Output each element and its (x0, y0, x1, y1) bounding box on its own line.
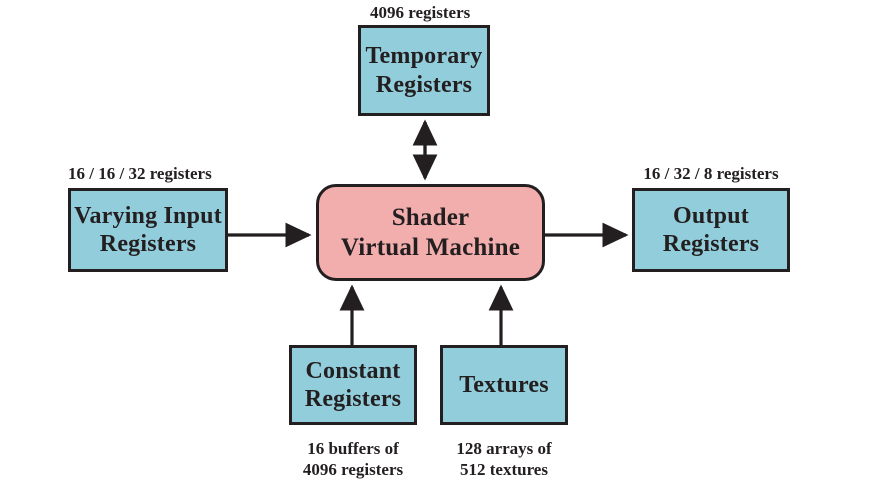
constant-registers-caption-line2: 4096 registers (302, 460, 404, 480)
varying-input-registers-label-line2: Registers (99, 231, 197, 257)
node-temporary-registers: Temporary Registers (358, 25, 490, 116)
output-registers-caption-line: 16 / 32 / 8 registers (643, 164, 779, 183)
constant-registers-caption: 16 buffers of 4096 registers (279, 438, 427, 481)
shader-virtual-machine-label-line1: Shader (391, 204, 470, 231)
shader-virtual-machine-label-line2: Virtual Machine (340, 233, 521, 261)
temporary-registers-label-line2: Registers (375, 71, 473, 98)
node-shader-virtual-machine: Shader Virtual Machine (316, 184, 545, 281)
node-varying-input-registers: Varying Input Registers (68, 188, 228, 272)
node-textures: Textures (440, 345, 568, 425)
textures-caption-line1: 128 arrays of (456, 439, 552, 458)
output-registers-label-line1: Output (673, 202, 749, 229)
textures-caption-line2: 512 textures (460, 460, 548, 480)
constant-registers-label-line1: Constant (305, 357, 401, 384)
textures-label-line1: Textures (459, 371, 549, 398)
output-registers-caption: 16 / 32 / 8 registers (632, 163, 790, 184)
node-constant-registers: Constant Registers (289, 345, 417, 425)
varying-input-registers-caption-line: 16 / 16 / 32 registers (68, 164, 212, 183)
varying-input-registers-caption: 16 / 16 / 32 registers (68, 163, 212, 184)
temporary-registers-label-line1: Temporary (365, 43, 483, 70)
temporary-registers-caption-line: 4096 registers (370, 3, 471, 22)
varying-input-registers-label-line1: Varying Input (74, 202, 222, 229)
node-output-registers: Output Registers (632, 188, 790, 272)
constant-registers-label-line2: Registers (304, 386, 402, 412)
temporary-registers-caption: 4096 registers (370, 2, 470, 23)
textures-caption: 128 arrays of 512 textures (430, 438, 578, 481)
output-registers-label-line2: Registers (662, 231, 760, 257)
constant-registers-caption-line1: 16 buffers of (307, 439, 399, 458)
